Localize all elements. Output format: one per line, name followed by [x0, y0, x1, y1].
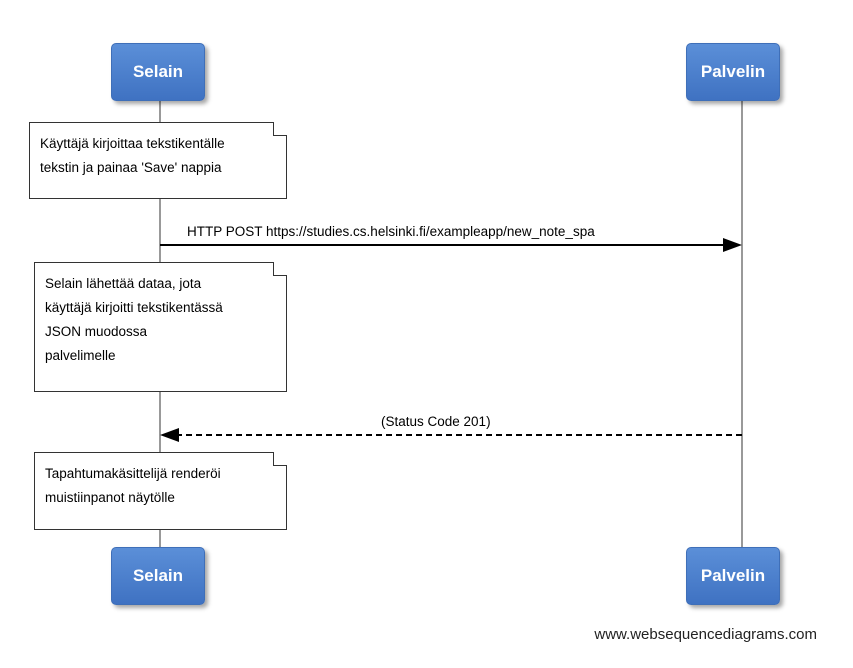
- watermark-link[interactable]: www.websequencediagrams.com: [594, 626, 817, 643]
- note-fold-corner: [273, 122, 287, 136]
- actor-palvelin-bottom: Palvelin: [686, 547, 780, 605]
- note-fold-corner: [273, 262, 287, 276]
- message-label-post: HTTP POST https://studies.cs.helsinki.fi…: [187, 224, 595, 239]
- actor-palvelin-top: Palvelin: [686, 43, 780, 101]
- note-browser-sends-json: Selain lähettää dataa, jota käyttäjä kir…: [34, 262, 287, 392]
- message-label-status: (Status Code 201): [381, 414, 491, 429]
- actor-selain-bottom: Selain: [111, 547, 205, 605]
- note-user-types: Käyttäjä kirjoittaa tekstikentälle tekst…: [29, 122, 287, 199]
- arrowhead-post: [723, 238, 742, 252]
- actor-selain-top: Selain: [111, 43, 205, 101]
- note-fold-corner: [273, 452, 287, 466]
- arrowhead-status: [160, 428, 179, 442]
- note-event-handler-renders: Tapahtumakäsittelijä renderöi muistiinpa…: [34, 452, 287, 530]
